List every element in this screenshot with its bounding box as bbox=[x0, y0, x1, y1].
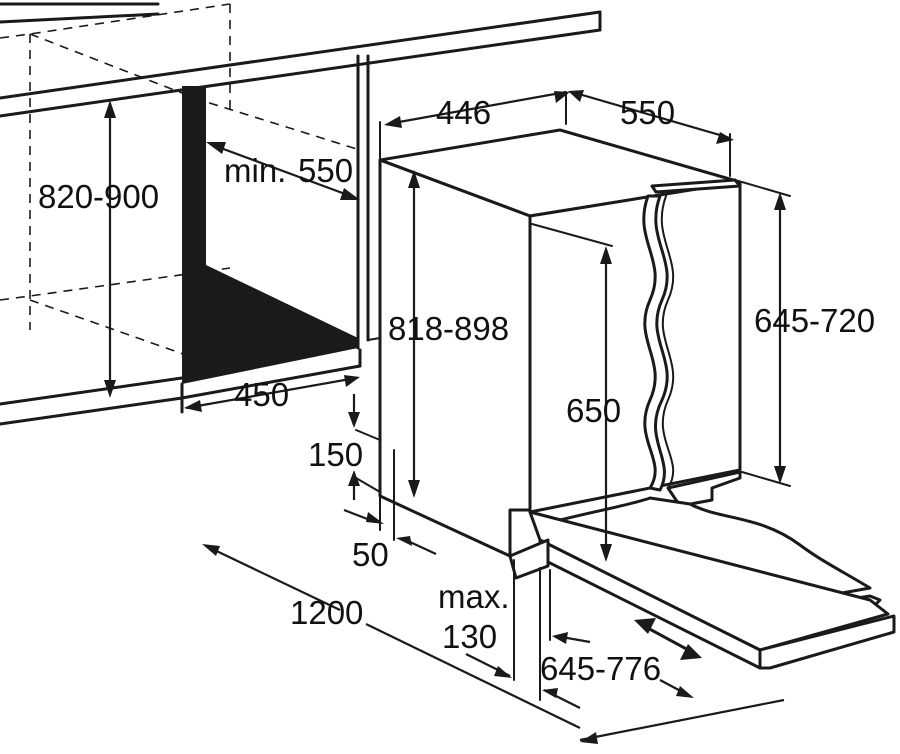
label-plinth-max-value: 130 bbox=[442, 618, 497, 655]
label-appliance-height: 818-898 bbox=[388, 310, 509, 347]
door-cutaway bbox=[642, 194, 742, 508]
dimension-lines bbox=[104, 90, 791, 744]
label-niche-depth-min-prefix: min. bbox=[224, 152, 286, 189]
niche-interior bbox=[180, 86, 358, 414]
label-door-opening-depth: 645-776 bbox=[540, 650, 661, 687]
label-plinth-max-prefix: max. bbox=[438, 578, 510, 615]
dishwasher-body bbox=[378, 128, 742, 558]
label-niche-depth-min-value: 550 bbox=[298, 152, 353, 189]
label-door-height: 645-720 bbox=[754, 302, 875, 339]
label-inner-height: 650 bbox=[566, 392, 621, 429]
plinth bbox=[508, 538, 550, 580]
label-plinth-gap: 50 bbox=[352, 536, 389, 573]
niche-side-panel bbox=[356, 54, 381, 350]
label-overall-depth: 1200 bbox=[290, 594, 363, 631]
label-niche-width: 450 bbox=[234, 376, 289, 413]
label-niche-height: 820-900 bbox=[38, 178, 159, 215]
open-door bbox=[528, 496, 896, 670]
label-plinth-height: 150 bbox=[308, 436, 363, 473]
label-appliance-depth: 550 bbox=[620, 94, 675, 131]
label-appliance-width: 446 bbox=[436, 94, 491, 131]
dimension-labels: 820-900 min. 550 450 446 550 818-898 645… bbox=[38, 94, 875, 687]
worktop bbox=[0, 2, 602, 118]
